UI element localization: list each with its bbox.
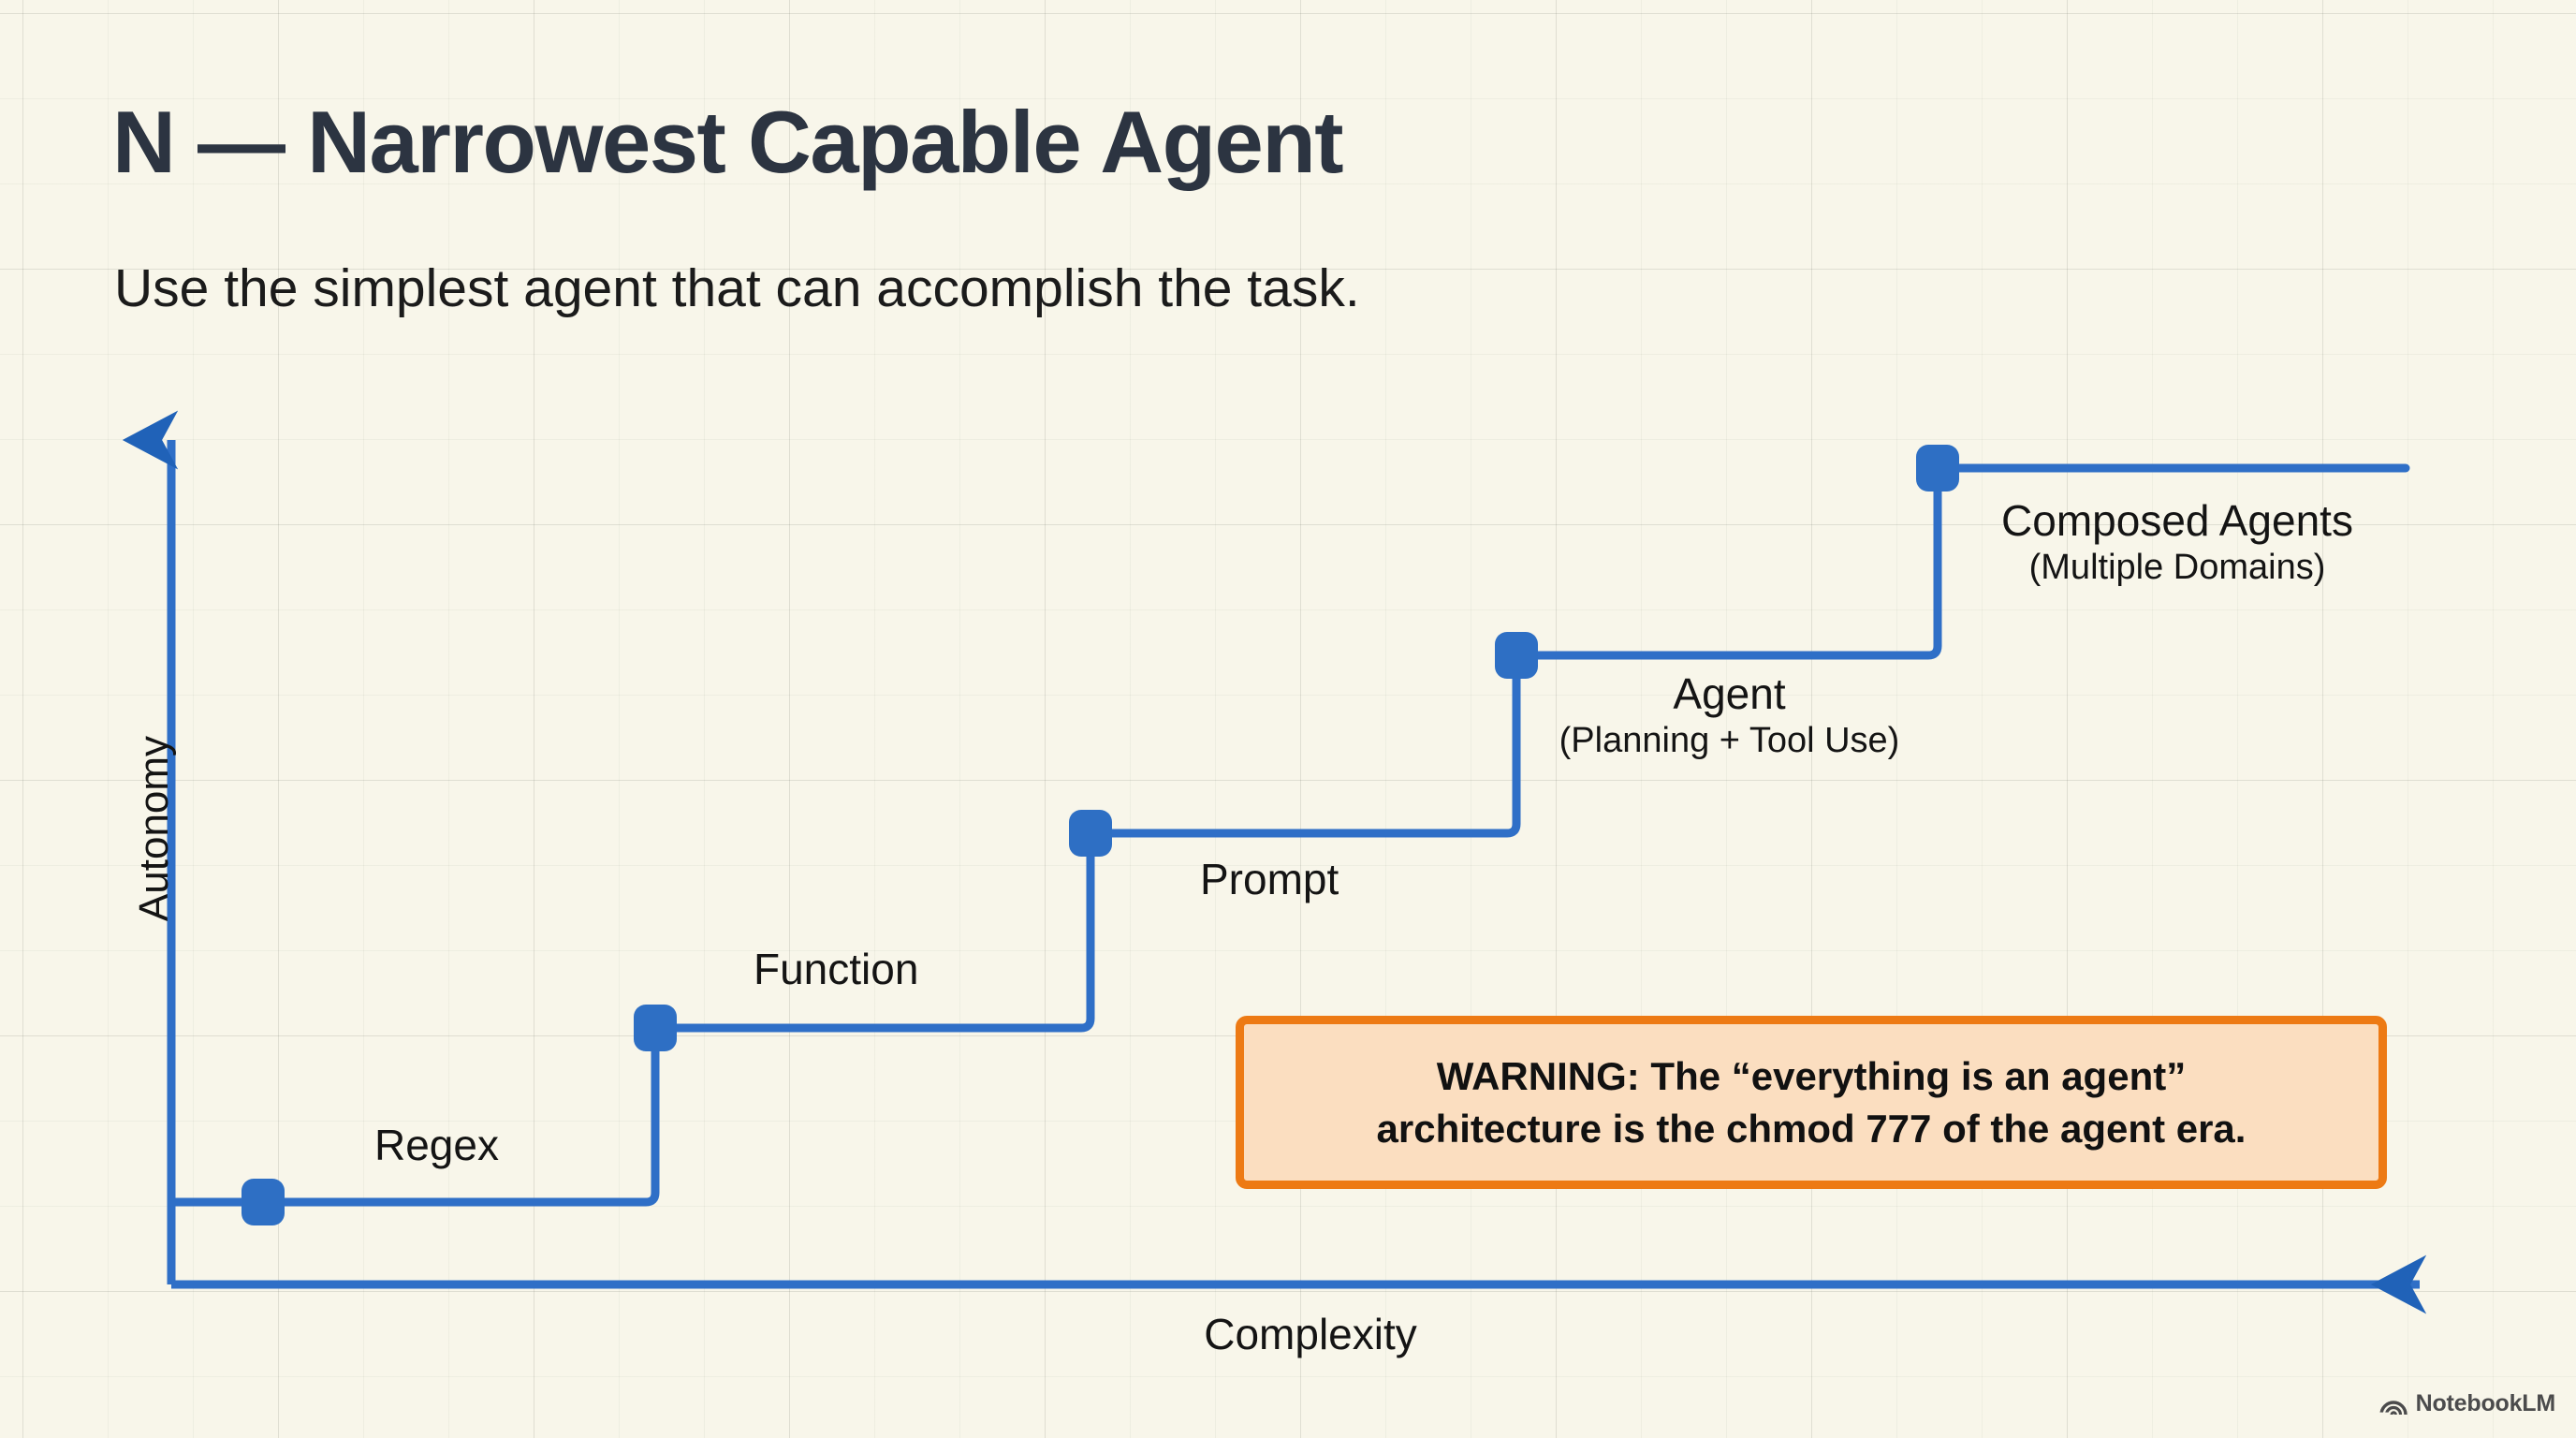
warning-line-2: architecture is the chmod 777 of the age… [1376,1106,2247,1151]
step-label-prompt-text: Prompt [1200,855,1339,903]
step-markers [242,445,1959,1225]
marker-agent[interactable] [1495,632,1538,679]
step-label-agent-sublabel: (Planning + Tool Use) [1559,721,1900,760]
step-label-agent-text: Agent [1673,669,1786,718]
step-label-composed-agents: Composed Agents (Multiple Domains) [1962,499,2393,594]
notebooklm-spiral-icon [2378,1400,2408,1416]
y-axis-label: Autonomy [131,735,177,922]
x-axis-label: Complexity [1204,1310,1417,1358]
step-label-composed-agents-sublabel: (Multiple Domains) [2028,548,2326,587]
page-subtitle: Use the simplest agent that can accompli… [114,258,1360,318]
notebooklm-watermark: NotebookLM [2378,1390,2556,1417]
marker-regex[interactable] [242,1179,285,1225]
step-label-function-text: Function [754,945,919,993]
marker-function[interactable] [634,1005,677,1051]
notebooklm-watermark-label: NotebookLM [2415,1390,2556,1416]
warning-callout-text: WARNING: The “everything is an agent” ar… [1356,1050,2267,1155]
step-label-composed-agents-text: Composed Agents [2001,496,2353,545]
step-label-regex-text: Regex [374,1121,499,1169]
marker-composed-agents[interactable] [1916,445,1959,492]
page-title: N — Narrowest Capable Agent [112,93,1344,191]
warning-line-1: WARNING: The “everything is an agent” [1436,1053,2187,1098]
warning-callout: WARNING: The “everything is an agent” ar… [1236,1016,2387,1189]
chart-axes [122,410,2427,1314]
step-label-agent: Agent (Planning + Tool Use) [1526,672,1933,767]
marker-prompt[interactable] [1069,810,1112,857]
step-label-regex: Regex [374,1123,499,1167]
step-label-function: Function [754,947,918,990]
step-label-prompt: Prompt [1200,858,1339,901]
